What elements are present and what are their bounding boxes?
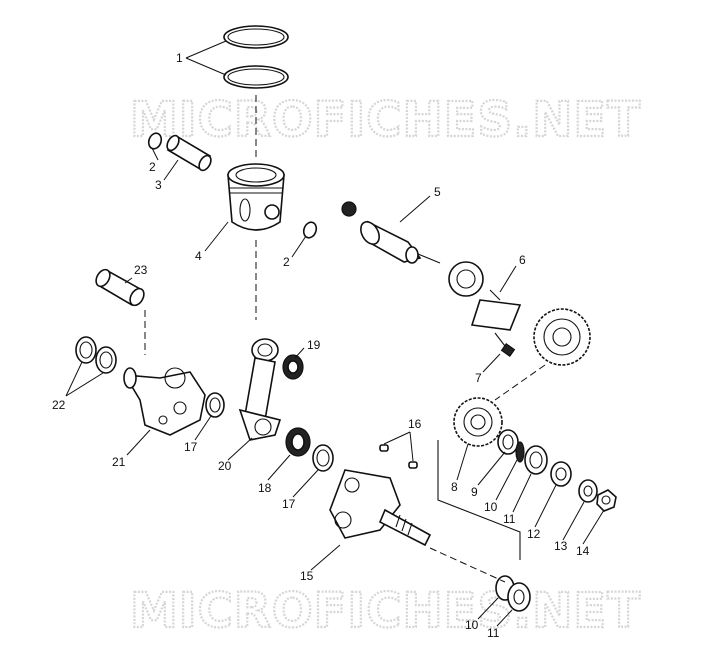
callout-11-upper: 11 — [503, 512, 516, 526]
callout-17-right: 17 — [282, 497, 296, 511]
piston-rings — [223, 25, 289, 89]
callout-12: 12 — [527, 527, 541, 541]
callout-6: 6 — [519, 253, 526, 267]
callout-13: 13 — [554, 539, 568, 553]
needle-bearing-large — [285, 427, 311, 457]
piston-pin — [166, 134, 212, 172]
washers-left — [75, 336, 117, 374]
callout-20: 20 — [218, 459, 232, 473]
callout-2-circlip-left: 2 — [149, 160, 156, 174]
callout-17-left: 17 — [184, 440, 198, 454]
crank-gear — [453, 397, 503, 447]
assembly-bracket-line — [437, 440, 521, 560]
crank-half-right — [329, 469, 432, 547]
callout-22: 22 — [52, 398, 66, 412]
callout-21: 21 — [112, 455, 126, 469]
hex-nut — [596, 489, 617, 512]
shaft-bearing — [448, 261, 484, 297]
gear-washer — [497, 429, 519, 455]
thrust-washer-left — [205, 392, 225, 418]
watermark-bottom: MICROFICHES.NET — [130, 583, 641, 639]
callout-8: 8 — [451, 480, 458, 494]
callout-18: 18 — [258, 481, 272, 495]
bearing-set-upper — [515, 441, 548, 475]
callout-23: 23 — [134, 263, 148, 277]
bolt — [494, 332, 516, 357]
callout-3: 3 — [155, 178, 162, 192]
pin-sleeve — [95, 268, 145, 307]
callout-10-lower: 10 — [465, 618, 479, 632]
needle-bearing-small — [282, 354, 304, 380]
dowel-pins — [379, 444, 418, 469]
connecting-rod — [238, 338, 282, 441]
callout-9: 9 — [471, 485, 478, 499]
callout-11-lower: 11 — [487, 626, 500, 640]
crank-half-left — [123, 367, 206, 436]
watermark-top: MICROFICHES.NET — [130, 92, 641, 148]
balancer-shaft — [341, 201, 441, 264]
callout-15: 15 — [300, 569, 314, 583]
callout-7: 7 — [475, 371, 482, 385]
callout-10-upper: 10 — [484, 500, 498, 514]
callout-4: 4 — [195, 249, 202, 263]
thrust-washer-right — [312, 444, 334, 472]
callout-16: 16 — [408, 417, 422, 431]
axis-line-gear — [494, 364, 546, 401]
bracket — [470, 289, 522, 331]
axis-line-lower — [429, 547, 506, 583]
piston — [227, 163, 285, 231]
large-gear-upper — [533, 308, 591, 366]
lock-washer — [578, 479, 598, 503]
castle-nut — [550, 461, 572, 487]
callout-19: 19 — [307, 338, 321, 352]
bearing-set-lower — [495, 575, 531, 612]
callout-2-circlip-right: 2 — [283, 255, 290, 269]
callout-5: 5 — [434, 185, 441, 199]
leader-lines — [65, 40, 605, 627]
callout-14: 14 — [576, 544, 590, 558]
callout-1: 1 — [176, 51, 183, 65]
circlip-right — [302, 221, 318, 239]
